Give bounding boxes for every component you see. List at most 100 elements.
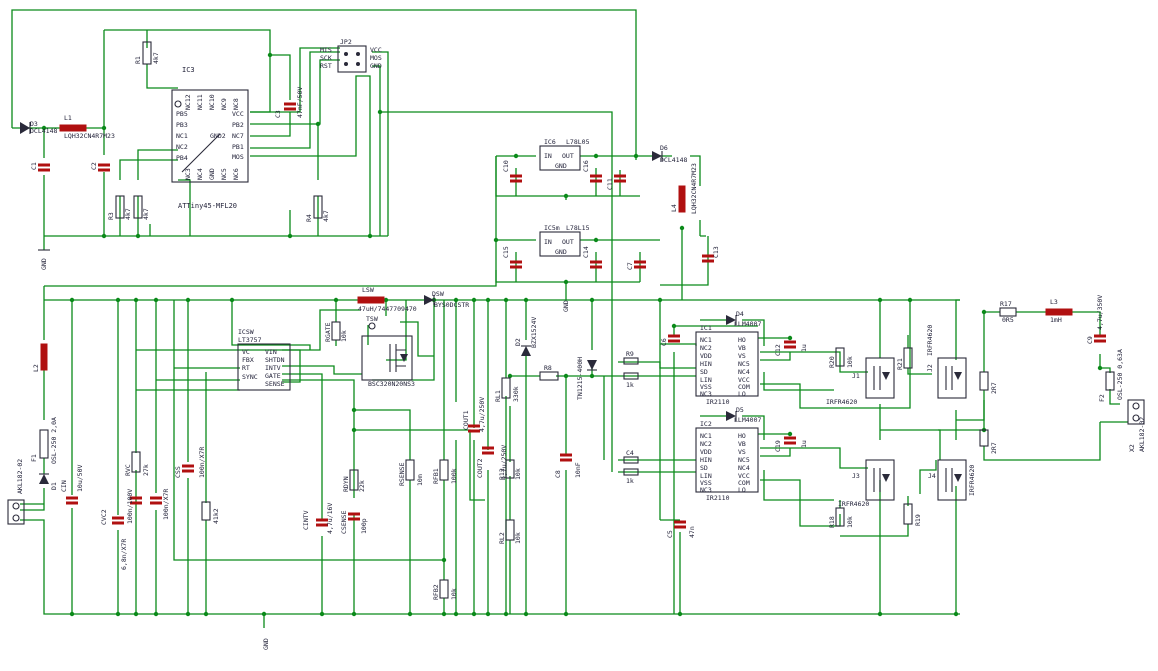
svg-text:IR2110: IR2110 — [706, 494, 730, 502]
ic3-value: ATTiny45-MFL20 — [178, 202, 237, 210]
junctions — [41, 52, 1103, 617]
svg-text:NC4: NC4 — [738, 464, 750, 472]
svg-text:R21: R21 — [896, 358, 904, 370]
svg-text:BYS0DCSTR: BYS0DCSTR — [434, 301, 469, 309]
svg-text:C2: C2 — [90, 162, 98, 170]
svg-text:GATE: GATE — [265, 372, 281, 380]
svg-text:C6: C6 — [660, 338, 668, 346]
svg-text:SD: SD — [700, 368, 708, 376]
svg-text:41k2: 41k2 — [212, 508, 220, 524]
svg-text:SHTDN: SHTDN — [265, 356, 285, 364]
svg-text:10k: 10k — [450, 588, 458, 600]
svg-text:VSS: VSS — [700, 383, 712, 391]
svg-text:C11: C11 — [606, 178, 614, 190]
input-section: L2 F1 OSL-250 2,0A D1 AKL182-02 CIN 10u/… — [7, 343, 84, 525]
svg-text:4,7u/350V: 4,7u/350V — [1096, 295, 1104, 330]
svg-text:PB3: PB3 — [176, 121, 188, 129]
svg-text:RGATE: RGATE — [324, 322, 332, 342]
svg-text:VCC: VCC — [738, 376, 750, 384]
svg-text:X2: X2 — [1128, 444, 1136, 452]
svg-text:NC12: NC12 — [184, 94, 192, 110]
svg-text:VB: VB — [738, 440, 746, 448]
h-bridge: J1 IRFR4620 R20 10k J2 IRFR4620 R21 J3 I… — [826, 325, 976, 528]
svg-text:NC8: NC8 — [232, 98, 240, 110]
jp2-isp-header: JP2 MIS SCK RST VCC MOS GND — [320, 38, 382, 73]
svg-text:GND: GND — [562, 300, 570, 312]
svg-text:C8: C8 — [554, 470, 562, 478]
svg-text:R8: R8 — [544, 364, 552, 372]
svg-text:NC1: NC1 — [700, 432, 712, 440]
svg-text:C14: C14 — [582, 246, 590, 258]
svg-text:DCL4148: DCL4148 — [660, 156, 687, 164]
svg-text:CINTV: CINTV — [302, 510, 310, 530]
svg-text:LO: LO — [738, 390, 746, 398]
svg-text:NC2: NC2 — [176, 143, 188, 151]
svg-text:10k: 10k — [340, 330, 348, 342]
svg-text:AKL182-02: AKL182-02 — [1138, 417, 1146, 452]
svg-text:LQH32CN4R7M23: LQH32CN4R7M23 — [690, 163, 698, 214]
svg-text:C12: C12 — [774, 344, 782, 356]
svg-text:R19: R19 — [914, 514, 922, 526]
svg-text:10k: 10k — [846, 356, 854, 368]
ir2110-drivers: IC1 IR2110 NC1 NC2 VDD HIN SD LIN VSS NC… — [623, 310, 808, 538]
svg-text:10k: 10k — [514, 532, 522, 544]
svg-text:L1: L1 — [64, 114, 72, 122]
svg-text:R4: R4 — [305, 214, 313, 222]
svg-text:IRFR4620: IRFR4620 — [926, 325, 934, 356]
svg-text:NC5: NC5 — [220, 168, 228, 180]
svg-text:RSENSE: RSENSE — [398, 462, 406, 486]
svg-text:RST: RST — [320, 62, 332, 70]
svg-text:IRFR4620: IRFR4620 — [838, 500, 869, 508]
svg-text:IC1: IC1 — [700, 324, 712, 332]
svg-text:LT3757: LT3757 — [238, 336, 262, 344]
svg-text:10k: 10k — [846, 516, 854, 528]
svg-text:F1: F1 — [30, 454, 38, 462]
svg-text:PB1: PB1 — [232, 143, 244, 151]
svg-text:OSL-250 2,0A: OSL-250 2,0A — [50, 417, 58, 464]
svg-text:D5: D5 — [736, 406, 744, 414]
svg-text:CVC2: CVC2 — [100, 509, 108, 525]
svg-text:C5: C5 — [666, 530, 674, 538]
svg-text:VCC: VCC — [370, 46, 382, 54]
svg-text:C4: C4 — [626, 449, 634, 457]
svg-text:FBX: FBX — [242, 356, 254, 364]
svg-text:NC4: NC4 — [196, 168, 204, 180]
svg-text:INTV: INTV — [265, 364, 281, 372]
svg-text:VC: VC — [242, 348, 250, 356]
svg-text:100n/X7R: 100n/X7R — [162, 489, 170, 520]
svg-text:TSW: TSW — [366, 315, 378, 323]
svg-text:LLM4007: LLM4007 — [734, 320, 761, 328]
svg-text:R3: R3 — [107, 212, 115, 220]
svg-text:100p: 100p — [360, 518, 368, 534]
svg-text:L4: L4 — [670, 204, 678, 212]
svg-text:OUT: OUT — [562, 238, 574, 246]
svg-text:NC1: NC1 — [176, 132, 188, 140]
svg-text:D4: D4 — [736, 310, 744, 318]
svg-text:NC5: NC5 — [738, 360, 750, 368]
svg-text:L78L05: L78L05 — [566, 138, 590, 146]
svg-text:LO: LO — [738, 486, 746, 494]
svg-text:BSC320N20NS3: BSC320N20NS3 — [368, 380, 415, 388]
svg-text:22k: 22k — [358, 480, 366, 492]
svg-text:1u: 1u — [800, 440, 808, 448]
svg-text:2R7: 2R7 — [990, 442, 998, 454]
svg-text:NC1: NC1 — [700, 336, 712, 344]
svg-text:PB2: PB2 — [232, 121, 244, 129]
svg-text:C10: C10 — [502, 160, 510, 172]
svg-text:RL2: RL2 — [498, 532, 506, 544]
svg-text:C1: C1 — [30, 162, 38, 170]
svg-text:SCK: SCK — [320, 54, 332, 62]
svg-text:MIS: MIS — [320, 46, 332, 54]
ic3-attiny45: IC3 ATTiny45-MFL20 PB5 PB3 NC1 NC2 PB4 V… — [171, 66, 249, 210]
svg-text:PB5: PB5 — [176, 110, 188, 118]
svg-text:HO: HO — [738, 432, 746, 440]
svg-text:HIN: HIN — [700, 360, 712, 368]
svg-text:DCL4148: DCL4148 — [30, 127, 57, 135]
svg-text:C7: C7 — [626, 262, 634, 270]
svg-text:4k7: 4k7 — [124, 208, 132, 220]
ic3-name: IC3 — [182, 66, 195, 74]
svg-text:MOS: MOS — [370, 54, 382, 62]
svg-text:VDD: VDD — [700, 448, 712, 456]
svg-text:10nF: 10nF — [574, 462, 582, 478]
